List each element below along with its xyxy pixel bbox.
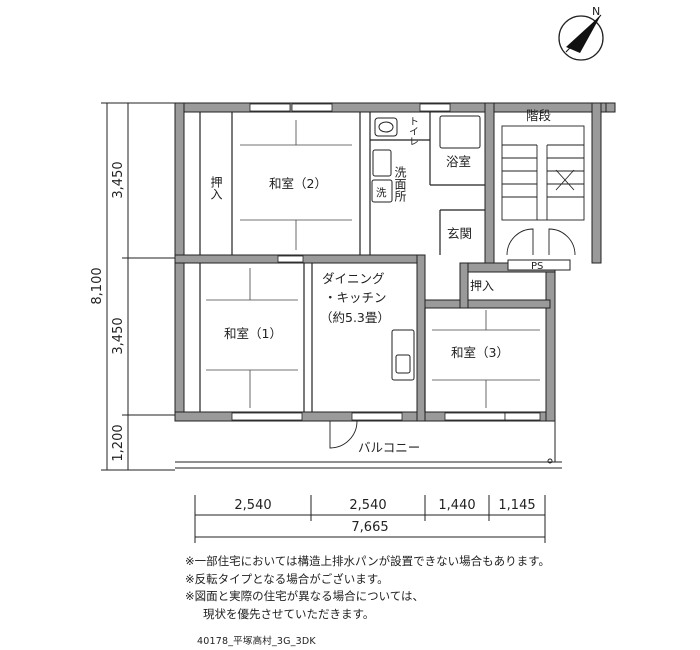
room-washitsu-2: 和室（2） [269,176,327,191]
room-dk-line2: ・キッチン [324,290,387,305]
dim-vertical-3: 1,200 [111,424,126,461]
dim-horizontal-1: 2,540 [234,498,271,513]
room-washitsu-3: 和室（3） [451,345,509,360]
room-toilet: トイレ [407,116,419,146]
note-2: ※反転タイプとなる場合がございます。 [185,571,389,586]
note-4: 現状を優先させていただきます。 [203,606,375,621]
stairs-icon [501,125,585,221]
tatami-lines [206,120,540,408]
room-washroom: 洗面所 [393,166,407,202]
note-1: ※一部住宅においては構造上排水パンが設置できない場合もあります。 [185,554,550,568]
dim-vertical-1: 3,450 [111,161,126,198]
room-genkan: 玄関 [447,226,472,241]
room-oshiire-right: 押入 [470,279,494,293]
balcony-rail [175,421,562,469]
room-dk-line1: ダイニング [322,271,385,286]
windows [231,103,541,421]
dim-vertical-2: 3,450 [111,317,126,354]
north-compass-icon: N [558,5,604,61]
notes: ※一部住宅においては構造上排水パンが設置できない場合もあります。 ※反転タイプと… [185,553,550,623]
room-ps: PS [531,261,543,272]
room-bath: 浴室 [446,154,471,169]
vertical-dimensions [101,102,175,471]
interior-walls [199,112,485,412]
room-dk-line3: （約5.3畳） [320,310,390,325]
compass-north-label: N [592,5,600,18]
dim-horizontal-total: 7,665 [351,520,388,535]
plan-code: 40178_平塚高村_3G_3DK [197,636,316,647]
ps-box [507,259,571,271]
room-balcony: バルコニー [358,440,420,455]
dim-horizontal-4: 1,145 [498,498,535,513]
dim-horizontal-2: 2,540 [349,498,386,513]
dim-horizontal-3: 1,440 [438,498,475,513]
dim-vertical-total: 8,100 [90,267,105,304]
horizontal-dimensions [194,495,546,543]
note-3: ※図面と実際の住宅が異なる場合については、 [185,589,425,603]
room-washitsu-1: 和室（1） [224,326,282,341]
room-stairs: 階段 [526,108,551,123]
doors [329,228,576,449]
bathroom-fixtures-icon [371,115,481,381]
room-oshiire-top: 押入 [209,176,223,200]
room-laundry: 洗 [376,187,387,199]
